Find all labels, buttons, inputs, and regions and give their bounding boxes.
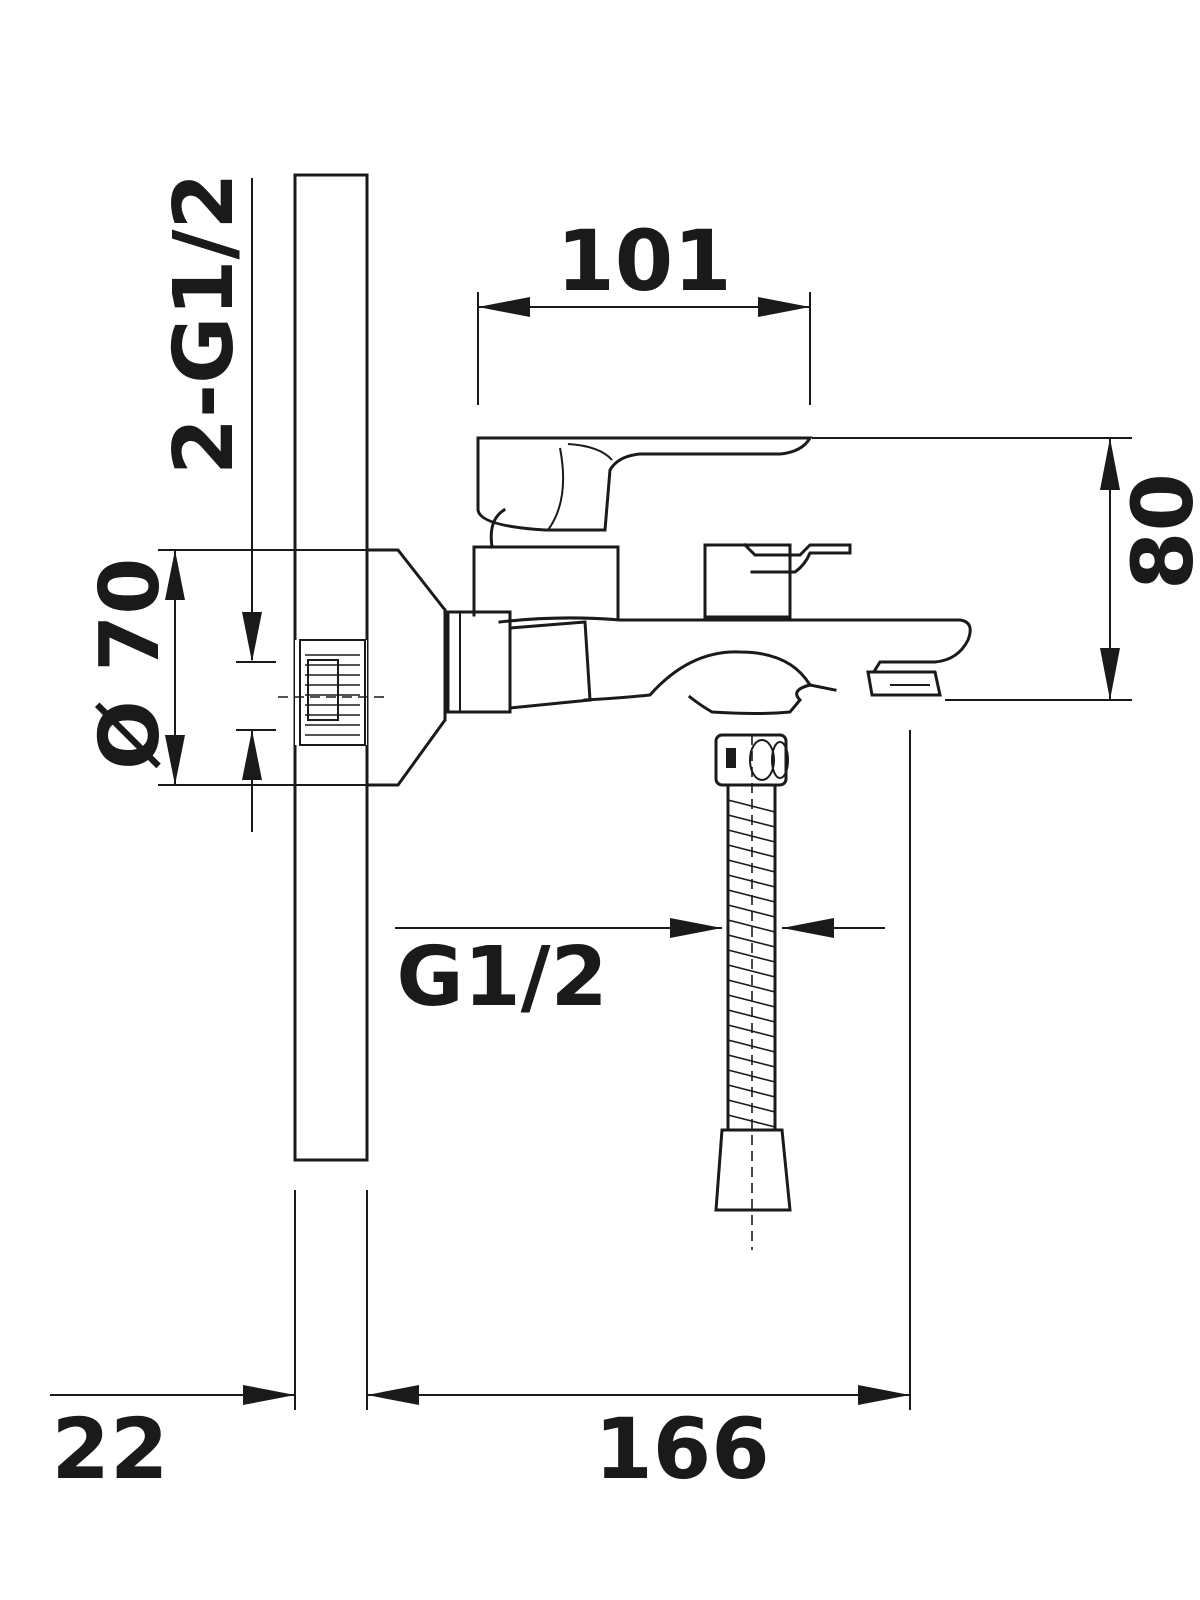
dim-body-height: 80 <box>812 437 1200 701</box>
dim-handle-width: 101 <box>477 212 811 405</box>
inlet-thread <box>278 639 390 746</box>
label-flange-diameter: Ø 70 <box>83 558 178 770</box>
connection-nut <box>446 610 592 714</box>
dim-outlet-thread: G1/2 <box>395 918 885 1025</box>
label-body-height: 80 <box>1114 473 1200 590</box>
label-wall-offset: 22 <box>52 1400 169 1498</box>
wall-flange <box>365 548 447 787</box>
label-projection: 166 <box>594 1400 769 1498</box>
shower-hose <box>714 733 792 1250</box>
mixer-body <box>472 436 972 715</box>
dim-inlet-thread: 2-G1/2 <box>157 173 276 832</box>
label-inlet-thread: 2-G1/2 <box>157 173 252 475</box>
dim-projection: 166 <box>366 730 911 1498</box>
label-outlet-thread: G1/2 <box>396 930 607 1025</box>
label-handle-width: 101 <box>556 212 731 310</box>
dim-flange-diameter: Ø 70 <box>83 549 367 786</box>
dim-wall-offset: 22 <box>50 1190 296 1498</box>
